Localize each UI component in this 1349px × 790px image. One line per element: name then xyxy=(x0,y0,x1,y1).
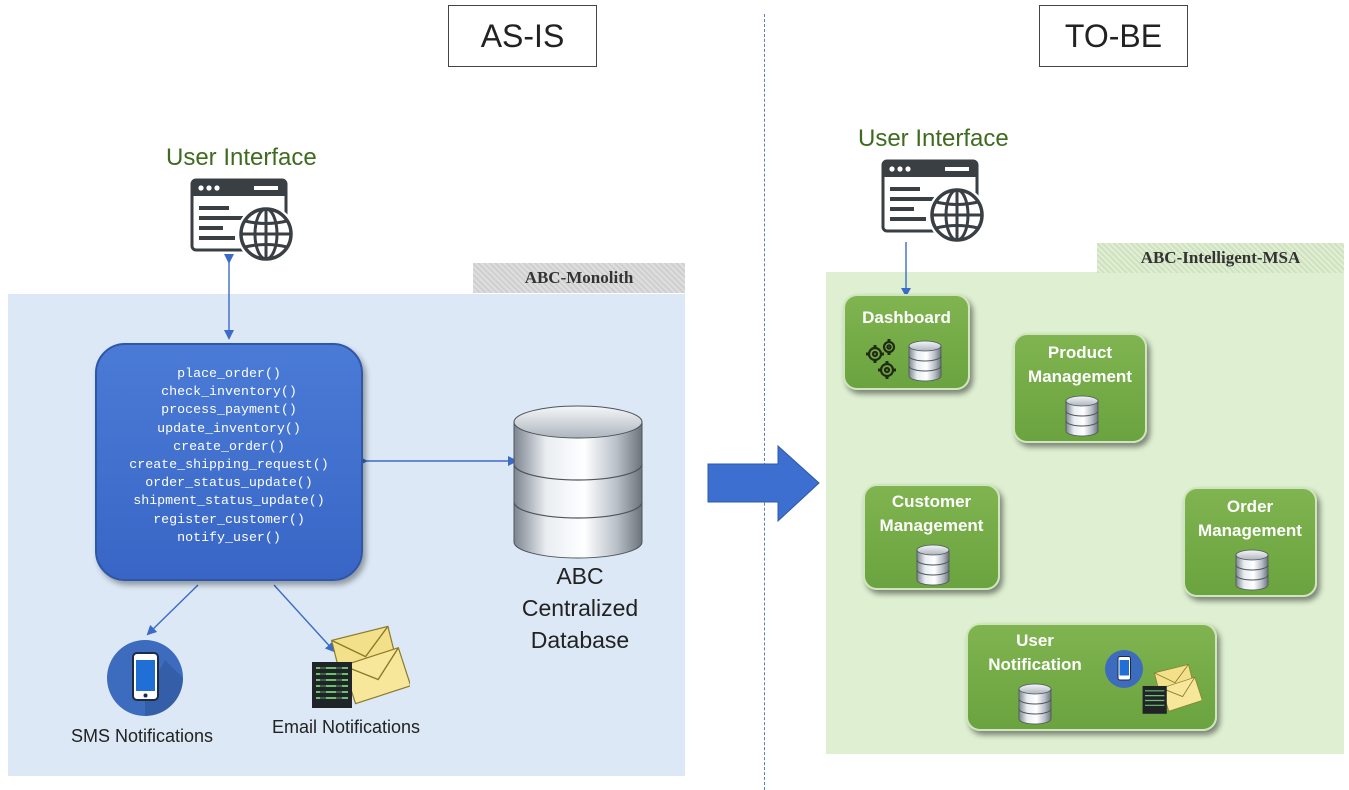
database-caption-line: Centralized xyxy=(521,595,639,621)
gears-icon xyxy=(866,339,896,379)
service-title: Customer xyxy=(891,492,972,511)
browser-globe-icon xyxy=(881,159,986,244)
service-title: Management xyxy=(1198,521,1302,540)
as-is-ui-label: User Interface xyxy=(166,144,317,171)
transition-arrow-icon xyxy=(707,444,820,523)
database-caption-line: Database xyxy=(530,627,630,653)
section-divider xyxy=(764,14,765,790)
email-label: Email Notifications xyxy=(272,717,421,737)
database-caption-line: ABC xyxy=(556,563,604,589)
email-icon xyxy=(1142,663,1202,714)
browser-globe-icon xyxy=(190,178,295,263)
function-line: create_order() xyxy=(173,438,285,454)
service-title: Dashboard xyxy=(862,308,951,327)
monolith-label: ABC-Monolith xyxy=(473,263,685,293)
dashboard-service: Dashboard xyxy=(843,294,970,390)
function-line: place_order() xyxy=(177,366,281,381)
service-title: Order xyxy=(1226,497,1274,516)
function-line: process_payment() xyxy=(161,402,297,418)
phone-icon xyxy=(1105,650,1143,688)
to-be-ui-label: User Interface xyxy=(858,125,1009,152)
database-icon xyxy=(916,544,950,586)
function-line: update_inventory() xyxy=(157,420,301,436)
service-title: Notification xyxy=(988,655,1082,674)
function-line: create_shipping_request() xyxy=(129,457,329,473)
sms-label: SMS Notifications xyxy=(71,726,214,746)
service-title: Management xyxy=(879,516,984,535)
order-management-service: Order Management xyxy=(1183,487,1317,597)
msa-label: ABC-Intelligent-MSA xyxy=(1097,243,1344,273)
database-icon xyxy=(513,405,643,559)
database-icon xyxy=(1235,549,1269,591)
database-icon xyxy=(1018,683,1052,725)
service-title: Product xyxy=(1047,343,1113,362)
as-is-heading: AS-IS xyxy=(448,5,597,67)
phone-icon xyxy=(107,640,183,716)
to-be-heading: TO-BE xyxy=(1039,5,1188,67)
customer-management-service: Customer Management xyxy=(863,484,1000,590)
product-management-service: Product Management xyxy=(1013,333,1147,443)
service-title: Management xyxy=(1028,367,1132,386)
function-line: notify_user() xyxy=(177,529,281,545)
monolith-connectors xyxy=(146,254,518,653)
email-icon xyxy=(312,625,410,708)
monolith-functions-box: place_order() check_inventory() process_… xyxy=(95,343,363,581)
database-caption: ABC Centralized Database xyxy=(510,560,650,656)
function-line: check_inventory() xyxy=(161,384,297,400)
database-icon xyxy=(1065,395,1099,437)
user-notification-service: User Notification xyxy=(966,623,1217,731)
ui-to-dashboard-connector xyxy=(901,242,911,297)
service-title: User xyxy=(1016,631,1054,650)
function-line: register_customer() xyxy=(153,511,305,527)
function-line: shipment_status_update() xyxy=(133,493,325,509)
database-icon xyxy=(908,340,942,382)
function-line: order_status_update() xyxy=(145,475,313,491)
